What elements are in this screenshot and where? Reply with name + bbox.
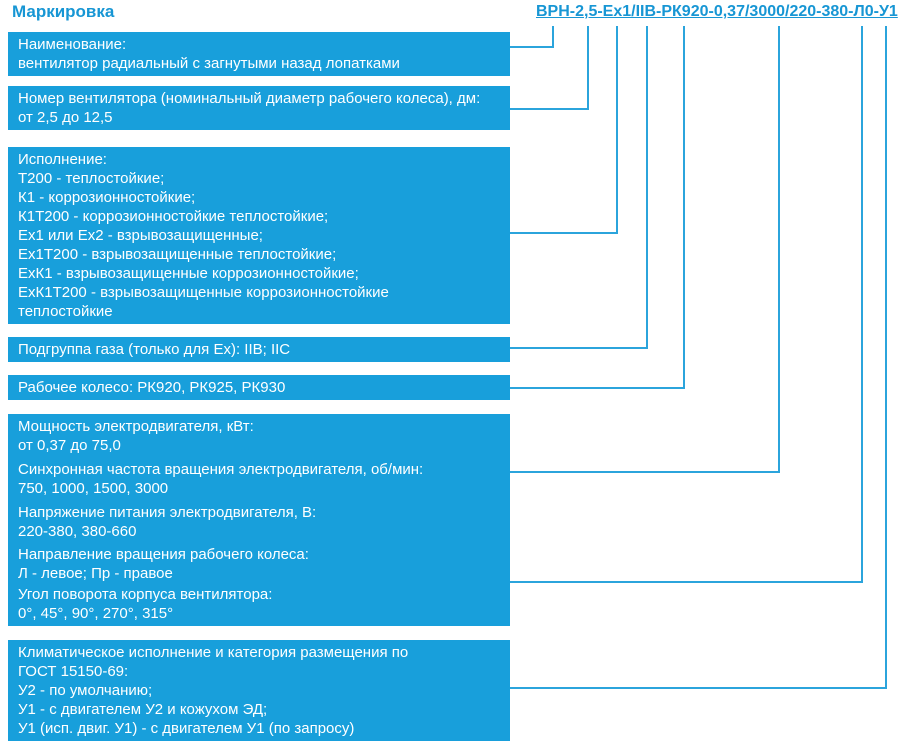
- box-line: 750, 1000, 1500, 3000: [18, 480, 169, 497]
- page-title: Маркировка: [12, 2, 115, 21]
- box-line: Синхронная частота вращения электродвига…: [18, 461, 424, 478]
- designation-box-impeller: Рабочее колесо: РК920, РК925, РК930: [8, 375, 510, 400]
- box-line: Угол поворота корпуса вентилятора:: [18, 586, 273, 603]
- box-line: Т200 - теплостойкие;: [18, 170, 165, 187]
- designation-box-motor: Мощность электродвигателя, кВт: от 0,37 …: [8, 414, 510, 544]
- box-line: 0°, 45°, 90°, 270°, 315°: [18, 605, 174, 622]
- box-line: вентилятор радиальный с загнутыми назад …: [18, 55, 400, 72]
- box-line: ГОСТ 15150-69:: [18, 663, 129, 680]
- box-line: от 2,5 до 12,5: [18, 109, 113, 126]
- designation-box-rotation: Направление вращения рабочего колеса: Л …: [8, 542, 510, 626]
- box-line: Л - левое; Пр - правое: [18, 565, 173, 582]
- box-line: К1 - коррозионностойкие;: [18, 189, 196, 206]
- box-line: Мощность электродвигателя, кВт:: [18, 418, 254, 435]
- connector-line-gas-subgroup: [510, 26, 648, 349]
- designation-box-execution: Исполнение: Т200 - теплостойкие; К1 - ко…: [8, 147, 510, 324]
- box-line: Климатическое исполнение и категория раз…: [18, 644, 409, 661]
- box-line: Подгруппа газа (только для Ex): IIB; IIC: [18, 341, 291, 358]
- box-line: Номер вентилятора (номинальный диаметр р…: [18, 90, 481, 107]
- connector-line-name: [510, 26, 554, 48]
- box-line: 220-380, 380-660: [18, 523, 137, 540]
- marking-code: ВРН-2,5-Ex1/IIB-РК920-0,37/3000/220-380-…: [536, 3, 898, 20]
- box-line: У1 - с двигателем У2 и кожухом ЭД;: [18, 701, 268, 718]
- connector-line-impeller: [510, 26, 685, 389]
- connector-line-number: [510, 26, 589, 110]
- box-line: Ex1Т200 - взрывозащищенные теплостойкие;: [18, 246, 337, 263]
- connector-line-rotation: [510, 26, 863, 583]
- designation-box-number: Номер вентилятора (номинальный диаметр р…: [8, 86, 510, 130]
- box-line: У1 (исп. двиг. У1) - с двигателем У1 (по…: [18, 720, 355, 737]
- box-line: Исполнение:: [18, 151, 107, 168]
- designation-box-name: Наименование: вентилятор радиальный с за…: [8, 32, 510, 76]
- connector-line-execution: [510, 26, 618, 234]
- connector-line-climate: [510, 26, 887, 689]
- box-line: Направление вращения рабочего колеса:: [18, 546, 309, 563]
- box-line: Наименование:: [18, 36, 127, 53]
- box-line: ExК1Т200 - взрывозащищенные коррозионнос…: [18, 284, 389, 301]
- box-line: Ex1 или Ex2 - взрывозащищенные;: [18, 227, 263, 244]
- connector-line-motor: [510, 26, 780, 473]
- box-line: У2 - по умолчанию;: [18, 682, 153, 699]
- box-line: ExК1 - взрывозащищенные коррозионностойк…: [18, 265, 359, 282]
- box-line: от 0,37 до 75,0: [18, 437, 121, 454]
- box-line: Напряжение питания электродвигателя, В:: [18, 504, 317, 521]
- designation-box-gas-subgroup: Подгруппа газа (только для Ex): IIB; IIC: [8, 337, 510, 362]
- designation-box-climate: Климатическое исполнение и категория раз…: [8, 640, 510, 741]
- box-line: теплостойкие: [18, 303, 113, 320]
- box-line: К1Т200 - коррозионностойкие теплостойкие…: [18, 208, 329, 225]
- box-line: Рабочее колесо: РК920, РК925, РК930: [18, 379, 286, 396]
